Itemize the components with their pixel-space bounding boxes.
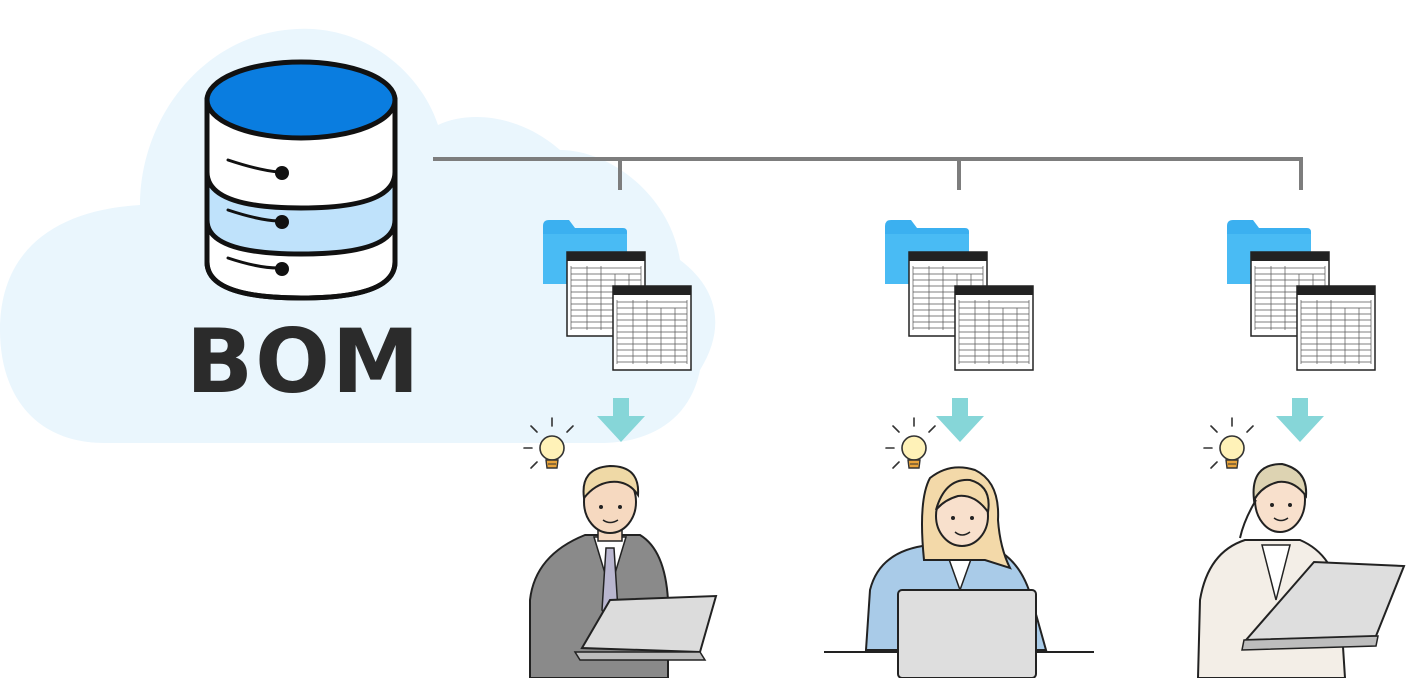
person-woman-blue-shirt <box>824 466 1094 678</box>
database-icon <box>204 59 398 301</box>
down-arrow-icon <box>936 398 984 442</box>
folder-icon <box>885 220 1033 370</box>
distribution-line <box>433 157 1303 190</box>
down-arrow-icon <box>1276 398 1324 442</box>
lightbulb-icon <box>885 417 936 469</box>
person-man-in-suit <box>529 464 718 678</box>
folder-icon <box>1227 220 1375 370</box>
lightbulb-icon <box>1203 417 1254 469</box>
bom-label: BOM <box>186 310 422 413</box>
person-woman-beige-jacket <box>1196 462 1406 678</box>
